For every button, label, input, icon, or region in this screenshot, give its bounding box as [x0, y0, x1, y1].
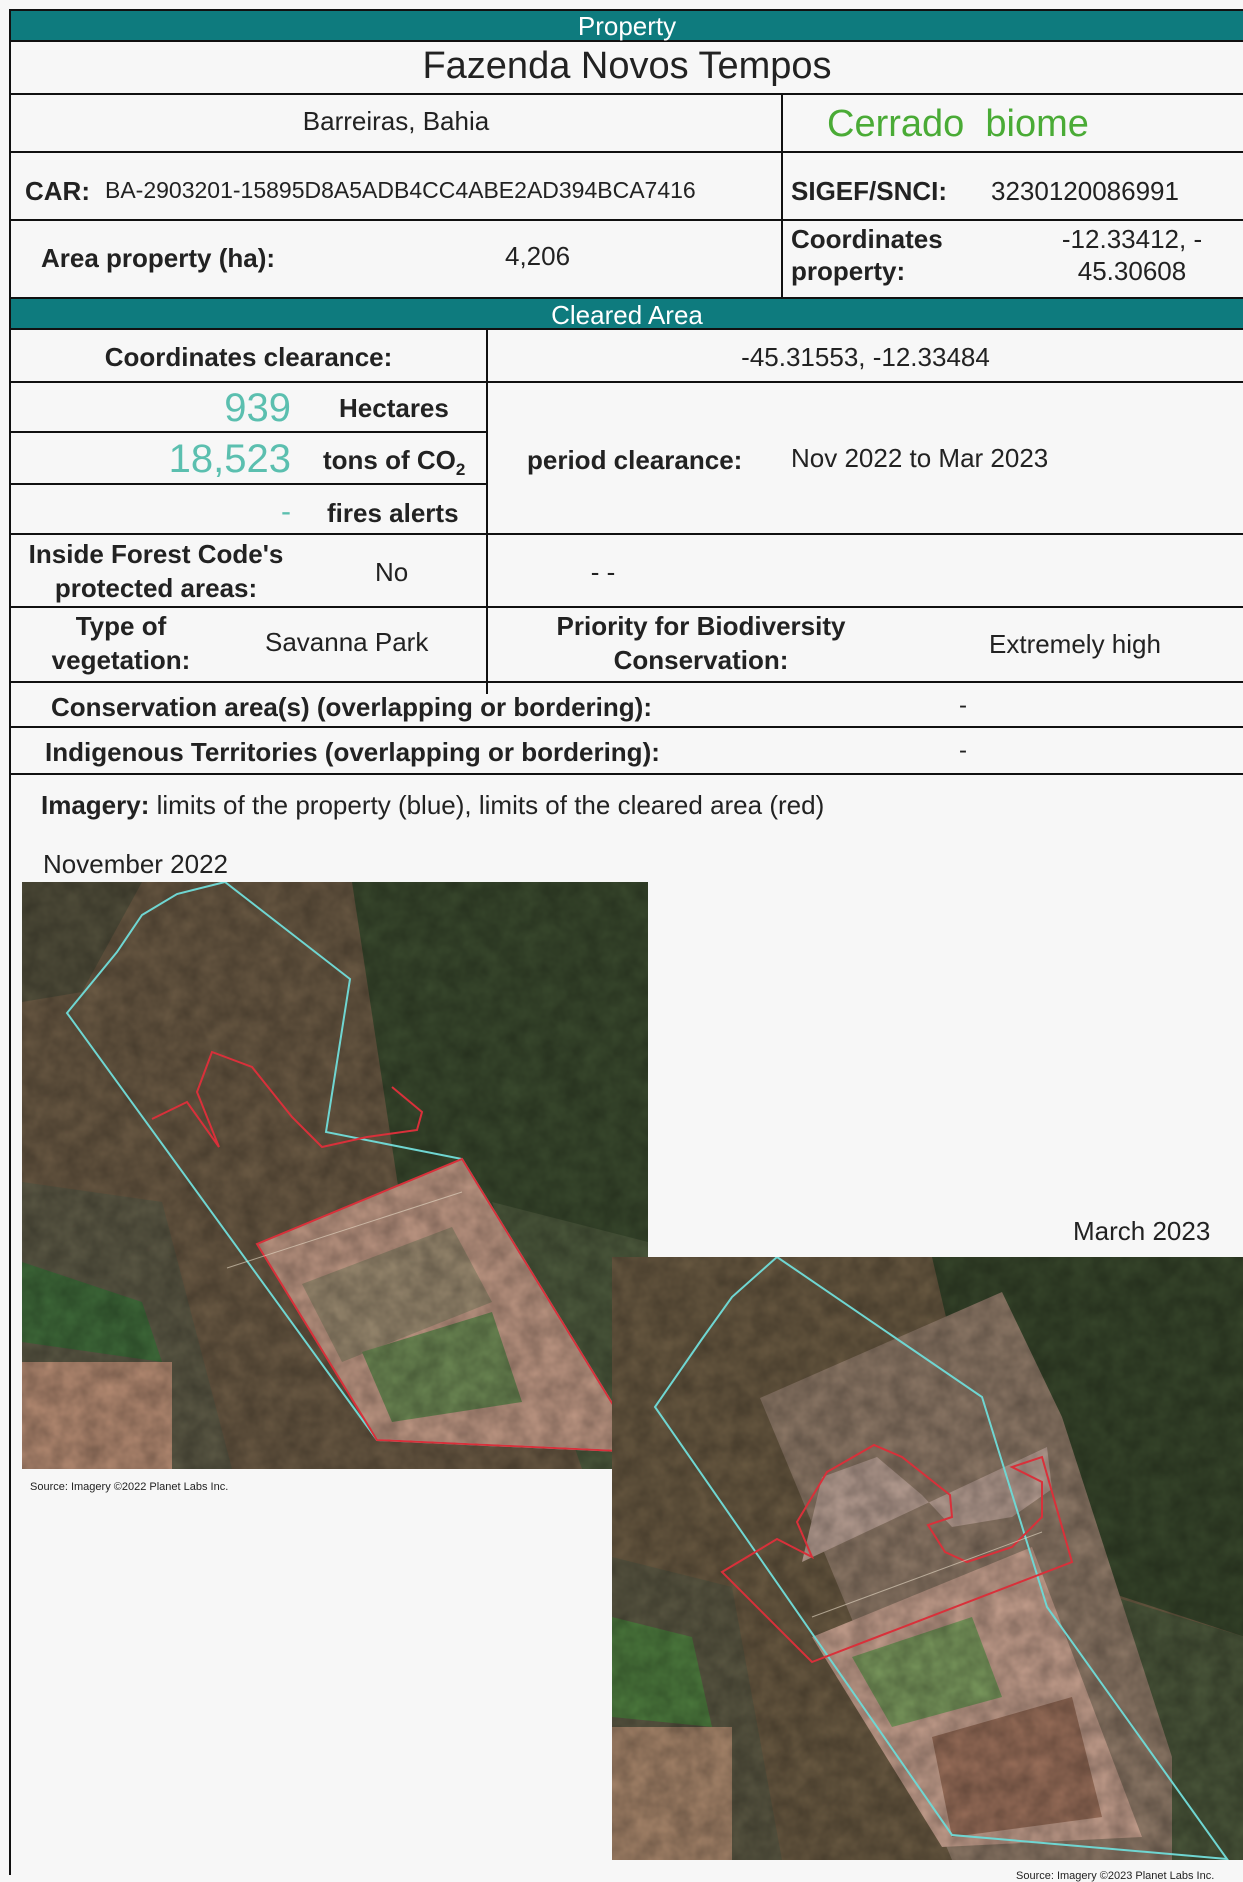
- before-image-source: Source: Imagery ©2022 Planet Labs Inc.: [30, 1481, 229, 1493]
- property-header: Property: [11, 11, 1243, 42]
- car-value: BA-2903201-15895D8A5ADB4CC4ABE2AD394BCA7…: [105, 177, 696, 203]
- fires-label: fires alerts: [327, 498, 459, 528]
- vegetation-value: Savanna Park: [265, 627, 429, 657]
- property-name: Fazenda Novos Tempos: [422, 45, 832, 87]
- co2-label: tons of CO2: [323, 445, 466, 480]
- indigenous-territories-value: -: [959, 737, 967, 764]
- before-image-title: November 2022: [43, 849, 228, 879]
- fires-value: -: [281, 495, 291, 528]
- imagery-caption-label: Imagery:: [41, 790, 150, 820]
- imagery-caption-text: limits of the property (blue), limits of…: [156, 790, 825, 820]
- indigenous-territories-label: Indigenous Territories (overlapping or b…: [45, 737, 660, 767]
- biome-name: Cerrado: [827, 103, 965, 145]
- forest-code-value: No: [375, 557, 409, 587]
- conservation-areas-value: -: [959, 692, 967, 719]
- coordinates-clearance-label: Coordinates clearance:: [104, 342, 393, 372]
- coordinates-property-label: Coordinates property:: [791, 224, 943, 286]
- forest-code-detail: - -: [590, 557, 616, 587]
- after-image-source: Source: Imagery ©2023 Planet Labs Inc.: [1016, 1870, 1215, 1882]
- forest-code-label: Inside Forest Code's protected areas:: [28, 539, 284, 603]
- satellite-image-november-2022: [22, 882, 648, 1469]
- coordinates-property-value: -12.33412, - 45.30608: [1061, 224, 1203, 286]
- area-property-value: 4,206: [505, 241, 571, 271]
- hectares-value: 939: [224, 386, 291, 430]
- vegetation-label: Type of vegetation:: [51, 611, 191, 675]
- coordinates-clearance-value: -45.31553, -12.33484: [741, 342, 990, 372]
- car-label: CAR:: [25, 176, 90, 206]
- period-clearance-value: Nov 2022 to Mar 2023: [791, 443, 1049, 473]
- hectares-label: Hectares: [339, 393, 449, 423]
- period-clearance-label: period clearance:: [527, 445, 743, 475]
- property-report-sheet: Property Fazenda Novos Tempos Barreiras,…: [9, 9, 1243, 1882]
- imagery-caption: Imagery: limits of the property (blue), …: [41, 790, 824, 821]
- biodiversity-priority-value: Extremely high: [989, 629, 1161, 659]
- after-image-title: March 2023: [1073, 1216, 1211, 1246]
- co2-value: 18,523: [168, 437, 291, 481]
- property-location: Barreiras, Bahia: [302, 106, 490, 136]
- conservation-areas-label: Conservation area(s) (overlapping or bor…: [51, 692, 652, 722]
- biome-suffix: biome: [985, 103, 1089, 145]
- biome-label: Cerrado biome: [827, 103, 1089, 146]
- biodiversity-priority-label: Priority for Biodiversity Conservation:: [556, 611, 846, 675]
- cleared-area-header: Cleared Area: [11, 297, 1243, 330]
- sigef-label: SIGEF/SNCI:: [791, 176, 948, 206]
- sigef-value: 3230120086991: [991, 176, 1179, 206]
- satellite-image-march-2023: [612, 1257, 1243, 1860]
- area-property-label: Area property (ha):: [41, 243, 276, 273]
